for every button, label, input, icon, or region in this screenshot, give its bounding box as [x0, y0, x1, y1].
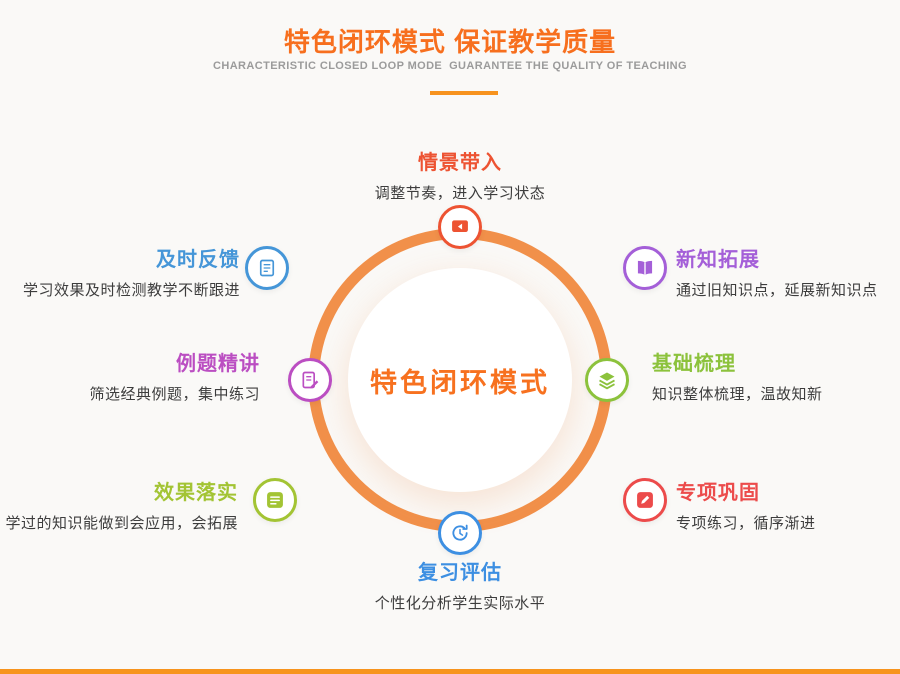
- screen-icon: [450, 217, 470, 237]
- node-label: 效果落实: [154, 482, 238, 504]
- node-scene: 情景带入 调整节奏，进入学习状态: [260, 146, 660, 203]
- node-desc: 专项练习，循序渐进: [676, 515, 816, 532]
- book-icon: [635, 258, 655, 278]
- node-examples: 例题精讲 筛选经典例题，集中练习: [20, 347, 260, 404]
- layers-icon: [597, 370, 617, 390]
- node-circle-feedback: [245, 246, 289, 290]
- title-divider: [430, 91, 498, 95]
- node-circle-special-practice: [623, 478, 667, 522]
- checklist-icon: [265, 490, 285, 510]
- node-foundation: 基础梳理 知识整体梳理，温故知新: [652, 347, 892, 404]
- node-circle-foundation: [585, 358, 629, 402]
- node-label: 情景带入: [418, 152, 502, 174]
- node-label: 复习评估: [418, 562, 502, 584]
- node-circle-result: [253, 478, 297, 522]
- refresh-clock-icon: [450, 523, 470, 543]
- node-label: 及时反馈: [156, 249, 240, 271]
- node-label: 基础梳理: [652, 353, 736, 375]
- node-label: 例题精讲: [176, 353, 260, 375]
- center-circle: 特色闭环模式: [348, 268, 572, 492]
- node-circle-examples: [288, 358, 332, 402]
- node-label: 新知拓展: [676, 249, 760, 271]
- node-feedback: 及时反馈 学习效果及时检测教学不断跟进: [4, 243, 240, 300]
- node-desc: 通过旧知识点，延展新知识点: [676, 282, 878, 299]
- node-label: 专项巩固: [676, 482, 760, 504]
- center-label: 特色闭环模式: [370, 367, 550, 398]
- node-circle-new-knowledge: [623, 246, 667, 290]
- node-circle-review: [438, 511, 482, 555]
- node-desc: 个性化分析学生实际水平: [374, 595, 546, 612]
- pencil-square-icon: [635, 490, 655, 510]
- edit-doc-icon: [300, 370, 320, 390]
- page-title: 特色闭环模式 保证教学质量: [283, 27, 617, 57]
- node-review: 复习评估 个性化分析学生实际水平: [260, 556, 660, 613]
- bottom-section-divider: [0, 669, 900, 674]
- node-desc: 学过的知识能做到会应用，会拓展: [5, 515, 238, 532]
- doc-lines-icon: [257, 258, 277, 278]
- node-result: 效果落实 学过的知识能做到会应用，会拓展: [2, 476, 238, 533]
- node-special-practice: 专项巩固 专项练习，循序渐进: [676, 476, 900, 533]
- node-new-knowledge: 新知拓展 通过旧知识点，延展新知识点: [676, 243, 900, 300]
- node-desc: 学习效果及时检测教学不断跟进: [22, 282, 240, 299]
- node-desc: 知识整体梳理，温故知新: [652, 386, 823, 403]
- page-subtitle: CHARACTERISTIC CLOSED LOOP MODE GUARANTE…: [213, 60, 687, 72]
- node-circle-scene: [438, 205, 482, 249]
- node-desc: 调整节奏，进入学习状态: [374, 185, 546, 202]
- node-desc: 筛选经典例题，集中练习: [89, 386, 260, 403]
